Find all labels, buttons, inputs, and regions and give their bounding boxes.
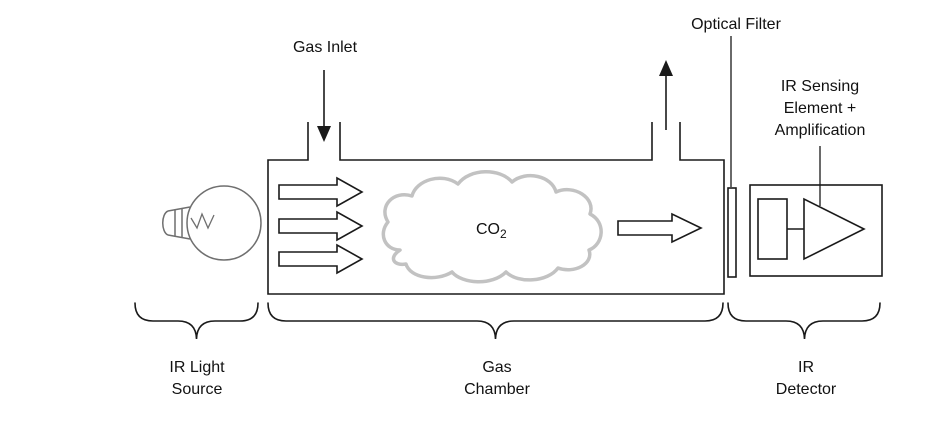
ir-flow-arrows [278, 176, 364, 275]
co2-cloud [381, 170, 603, 284]
ir-detector-label-line2: Detector [776, 381, 837, 398]
optical-filter-label: Optical Filter [691, 16, 781, 33]
light-bulb-icon [162, 185, 262, 261]
gas-chamber-outline [267, 122, 725, 295]
bulb-glass [186, 185, 262, 261]
gas-outlet-arrowhead [659, 60, 673, 76]
brace-ir-detector [727, 302, 881, 340]
brace-ir-light-source [134, 302, 259, 340]
optical-filter-bar [727, 187, 737, 278]
ir-sensing-label-line3: Amplification [775, 122, 866, 139]
gas-chamber-label-line1: Gas [482, 359, 511, 376]
ir-light-source-label: IR Light Source [169, 359, 225, 398]
transmitted-ir-arrow [617, 212, 703, 244]
ir-detector-label: IR Detector [776, 359, 837, 398]
ir-detector-label-line1: IR [798, 359, 814, 376]
ir-light-source-label-line2: Source [172, 381, 223, 398]
ir-sensing-label-line2: Element + [784, 100, 856, 117]
bulb-neck [167, 206, 191, 240]
ir-detector [749, 146, 883, 277]
gas-chamber-label: Gas Chamber [464, 359, 530, 398]
flow-arrow [278, 243, 364, 275]
ir-sensing-element [757, 198, 788, 260]
bulb-screw-base [162, 208, 183, 238]
co2-label-subscript: 2 [500, 227, 507, 241]
gas-inlet-arrowhead [317, 126, 331, 142]
ir-light-source-label-line1: IR Light [169, 359, 225, 376]
gas-inlet-arrow [317, 70, 331, 142]
amplifier-triangle-icon [803, 197, 866, 261]
co2-label-base: CO [476, 221, 500, 238]
flow-arrow [278, 210, 364, 242]
flow-arrow [278, 176, 364, 208]
gas-inlet-label: Gas Inlet [293, 39, 358, 56]
brace-gas-chamber [267, 302, 724, 340]
bulb-filament [190, 212, 215, 230]
ir-sensing-label-line1: IR Sensing [781, 78, 859, 95]
co2-label: CO2 [476, 221, 507, 241]
gas-outlet-arrow [659, 60, 673, 130]
gas-chamber-label-line2: Chamber [464, 381, 530, 398]
chamber-wall-left-bottom-right [267, 122, 725, 295]
chamber-wall-top [339, 122, 653, 161]
ir-sensing-label: IR Sensing Element + Amplification [775, 78, 866, 139]
